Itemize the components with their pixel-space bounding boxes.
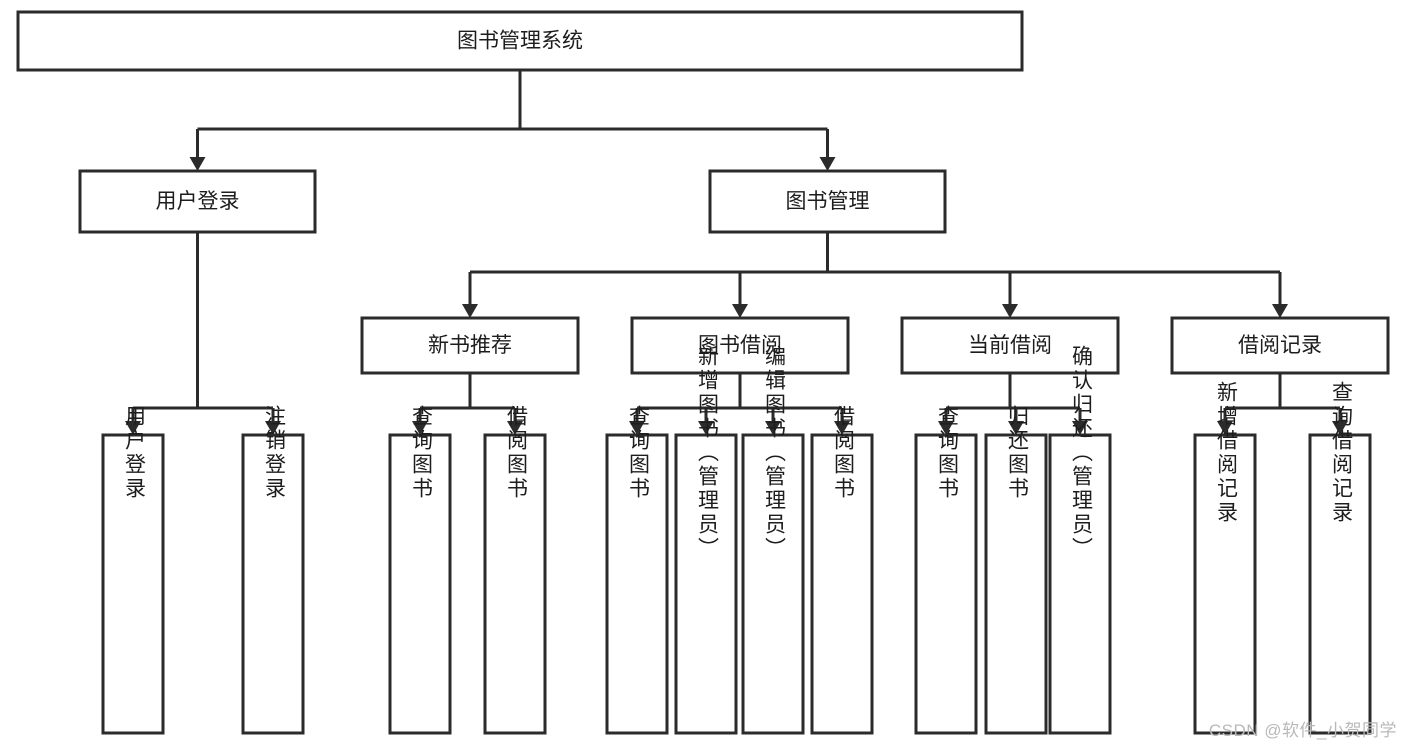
connector-book-borrow: [629, 373, 850, 435]
node-box: [483, 433, 547, 735]
arrow-head-icon: [1217, 421, 1233, 435]
node-label: 查询图书: [627, 405, 651, 501]
leaf-node-leaf-return-book[interactable]: 归还图书: [984, 405, 1048, 735]
node-box: [1048, 433, 1112, 735]
node-label: 新增图书（管理员）: [696, 345, 720, 561]
arrow-head-icon: [1272, 304, 1288, 318]
node-label: 用户登录: [123, 405, 147, 501]
node-box: [16, 10, 1024, 72]
node-label: 借阅记录: [1238, 334, 1322, 357]
node-box: [900, 316, 1120, 375]
connectors-layer: [125, 70, 1348, 435]
arrow-head-icon: [938, 421, 954, 435]
node-box: [241, 433, 305, 735]
arrow-head-icon: [462, 304, 478, 318]
node-label: 确认归还（管理员）: [1070, 345, 1094, 561]
arrow-head-icon: [1008, 421, 1024, 435]
node-box: [1308, 433, 1372, 735]
node-label: 查询图书: [936, 405, 960, 501]
leaf-node-leaf-query-book-cur[interactable]: 查询图书: [914, 405, 978, 735]
node-label: 归还图书: [1006, 405, 1030, 501]
arrow-head-icon: [1002, 304, 1018, 318]
arrow-head-icon: [834, 421, 850, 435]
node-label: 查询图书: [410, 405, 434, 501]
leaf-node-leaf-user-logout[interactable]: 注销登录: [241, 405, 305, 735]
arrow-head-icon: [189, 157, 206, 171]
csdn-watermark: CSDN @软件_小贺同学: [1208, 721, 1397, 740]
leaf-node-leaf-borrow-book-rec[interactable]: 借阅图书: [483, 405, 547, 735]
node-label: 编辑图书（管理员）: [763, 345, 787, 561]
node-label: 图书管理: [786, 190, 870, 213]
leaf-node-leaf-user-login[interactable]: 用户登录: [101, 405, 165, 735]
connector-book-manage: [462, 232, 1288, 318]
node-box: [708, 169, 947, 234]
node-box: [78, 169, 317, 234]
arrow-head-icon: [819, 157, 836, 171]
node-box: [101, 433, 165, 735]
node-box: [630, 316, 850, 375]
level2-node-book-manage[interactable]: 图书管理: [708, 169, 947, 234]
arrow-head-icon: [698, 421, 714, 435]
node-label: 用户登录: [156, 190, 240, 213]
node-label: 图书借阅: [698, 334, 782, 357]
node-label: 查询借阅记录: [1330, 381, 1354, 525]
node-label: 新书推荐: [428, 334, 512, 357]
arrow-head-icon: [412, 421, 428, 435]
arrow-head-icon: [629, 421, 645, 435]
arrow-head-icon: [1332, 421, 1348, 435]
node-box: [605, 433, 669, 735]
level3-node-borrow-record[interactable]: 借阅记录: [1170, 316, 1390, 375]
level3-node-book-borrow[interactable]: 图书借阅: [630, 316, 850, 375]
node-label: 注销登录: [263, 405, 287, 501]
arrow-head-icon: [507, 421, 523, 435]
root-node-book-management-system[interactable]: 图书管理系统: [16, 10, 1024, 72]
connector-root: [189, 70, 836, 171]
node-box: [914, 433, 978, 735]
node-box: [810, 433, 874, 735]
arrow-head-icon: [125, 421, 141, 435]
level2-node-user-login[interactable]: 用户登录: [78, 169, 317, 234]
node-box: [674, 433, 738, 735]
node-box: [388, 433, 452, 735]
connector-borrow-record: [1217, 373, 1348, 435]
leaf-node-leaf-query-book-bor[interactable]: 查询图书: [605, 405, 669, 735]
level3-node-new-book-rec[interactable]: 新书推荐: [360, 316, 580, 375]
node-box: [984, 433, 1048, 735]
leaf-node-leaf-add-record[interactable]: 新增借阅记录: [1193, 381, 1257, 735]
arrow-head-icon: [265, 421, 281, 435]
node-box: [741, 433, 805, 735]
leaf-node-leaf-borrow-book[interactable]: 借阅图书: [810, 405, 874, 735]
node-label: 新增借阅记录: [1215, 381, 1239, 525]
node-box: [360, 316, 580, 375]
leaf-node-leaf-query-record[interactable]: 查询借阅记录: [1308, 381, 1372, 735]
leaf-node-leaf-confirm-return[interactable]: 确认归还（管理员）: [1048, 345, 1112, 735]
node-label: 借阅图书: [832, 405, 856, 501]
level3-node-current-borrow[interactable]: 当前借阅: [900, 316, 1120, 375]
arrow-head-icon: [765, 421, 781, 435]
node-box: [1170, 316, 1390, 375]
arrow-head-icon: [1072, 421, 1088, 435]
connector-new-book-rec: [412, 373, 523, 435]
node-box: [1193, 433, 1257, 735]
leaf-node-leaf-add-book[interactable]: 新增图书（管理员）: [674, 345, 738, 735]
connector-current-borrow: [938, 373, 1088, 435]
leaf-node-leaf-query-book-rec[interactable]: 查询图书: [388, 405, 452, 735]
arrow-head-icon: [732, 304, 748, 318]
node-label: 图书管理系统: [457, 30, 583, 53]
nodes-layer: 图书管理系统用户登录图书管理新书推荐图书借阅当前借阅借阅记录用户登录注销登录查询…: [16, 10, 1390, 735]
node-label: 当前借阅: [968, 334, 1052, 357]
leaf-node-leaf-edit-book[interactable]: 编辑图书（管理员）: [741, 345, 805, 735]
node-label: 借阅图书: [505, 405, 529, 501]
connector-user-login: [125, 232, 281, 435]
